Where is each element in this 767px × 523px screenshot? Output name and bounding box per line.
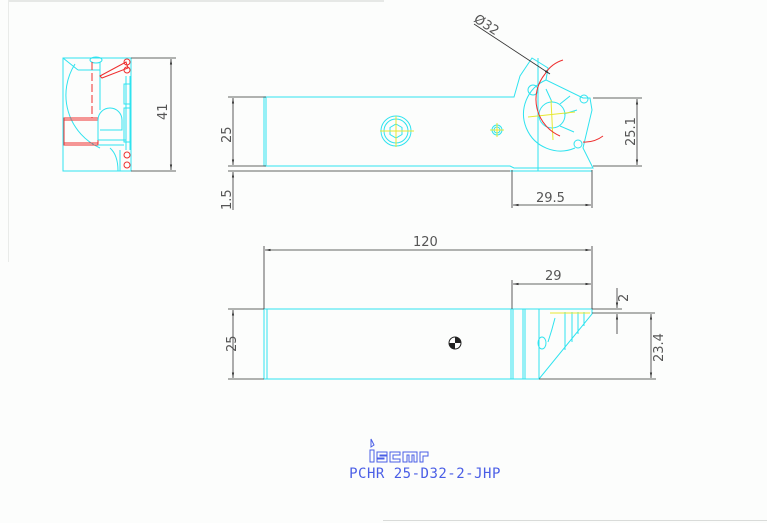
end-view [62, 56, 132, 172]
end-view-dimensions [131, 57, 176, 172]
dim-top-shank-height: 25 [220, 126, 235, 143]
side-view [263, 308, 593, 380]
part-number-title: PCHR 25-D32-2-JHP [349, 466, 501, 482]
dim-overall-length: 120 [413, 235, 438, 250]
sheet-edge-left [8, 0, 9, 262]
dim-top-offset: 1.5 [220, 189, 235, 210]
dim-end-height: 41 [156, 103, 171, 120]
dim-side-head-length: 29 [545, 269, 562, 284]
sheet-edge-top [8, 0, 384, 2]
brand-logo-icon [369, 438, 429, 463]
top-view-dimensions [228, 23, 642, 210]
dim-diameter: Ø32 [471, 12, 502, 39]
top-view-centerlines [380, 99, 576, 147]
side-view-dimensions [228, 246, 656, 380]
dim-step: 2 [617, 294, 632, 302]
dim-tip-height: 23.4 [652, 333, 667, 362]
dim-top-head-length: 29.5 [536, 191, 565, 206]
dim-side-shank-height: 25 [225, 335, 240, 352]
sheet-edge-bottom [383, 520, 767, 521]
dim-top-head-height: 25.1 [624, 117, 639, 146]
side-view-center-mark [448, 336, 462, 350]
